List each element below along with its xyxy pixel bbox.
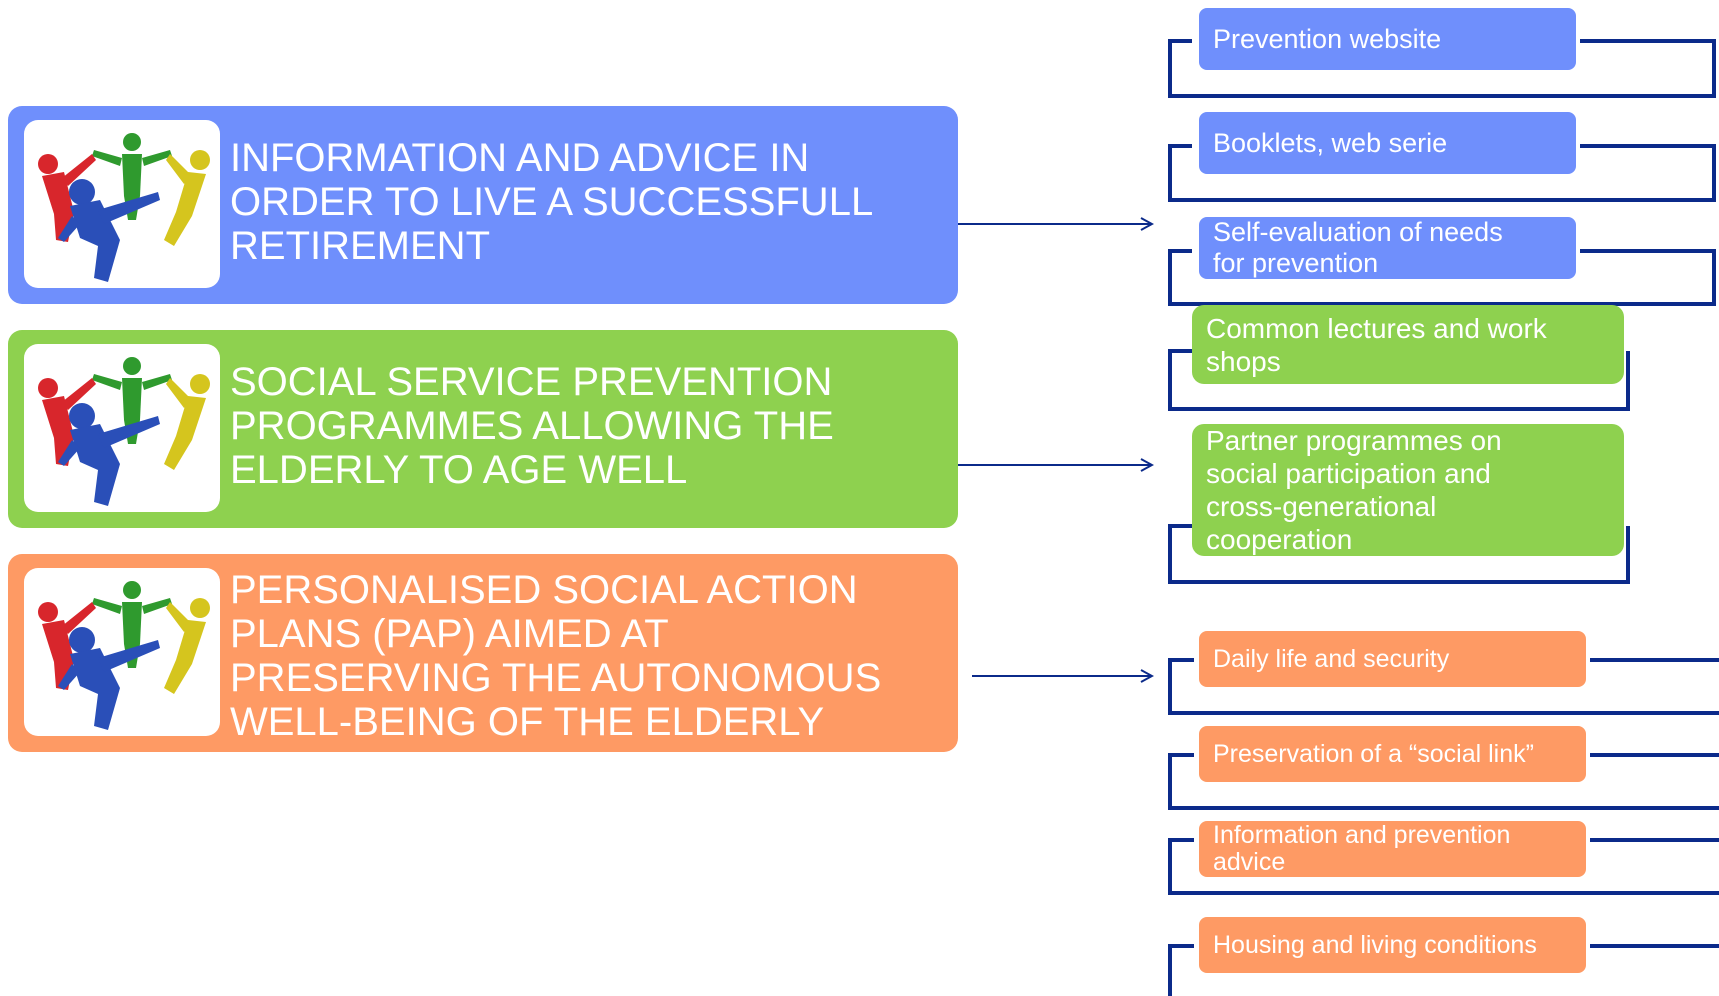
item-label: Self-evaluation of needs for prevention (1213, 217, 1503, 278)
people-circle-icon (24, 344, 220, 512)
bracket-housing (1168, 944, 1194, 996)
bracket-booklets (1168, 144, 1716, 202)
item-prevention-website: Prevention website (1199, 8, 1576, 70)
item-label: Housing and living conditions (1213, 930, 1537, 959)
bracket-partner-programmes (1168, 524, 1630, 584)
item-label: Information and prevention advice (1213, 821, 1511, 876)
bracket-common-lectures (1168, 349, 1630, 411)
item-label: Prevention website (1213, 23, 1442, 54)
category-title: INFORMATION AND ADVICE IN ORDER TO LIVE … (230, 136, 874, 268)
item-information-prevention-advice: Information and prevention advice (1199, 821, 1586, 877)
bracket-daily-life (1168, 658, 1719, 715)
people-circle-icon (24, 120, 220, 288)
item-label: Partner programmes on social participati… (1206, 425, 1502, 555)
category-social-service-prevention: SOCIAL SERVICE PREVENTION PROGRAMMES ALL… (8, 330, 958, 528)
item-social-link: Preservation of a “social link” (1199, 726, 1586, 782)
item-housing-living-conditions: Housing and living conditions (1199, 917, 1586, 973)
category-information-advice: INFORMATION AND ADVICE IN ORDER TO LIVE … (8, 106, 958, 304)
item-label: Common lectures and work shops (1206, 312, 1547, 377)
category-title: SOCIAL SERVICE PREVENTION PROGRAMMES ALL… (230, 360, 834, 492)
bracket-information-advice (1168, 838, 1719, 895)
item-label: Booklets, web serie (1213, 127, 1448, 158)
bracket-social-link (1168, 753, 1719, 810)
item-self-evaluation: Self-evaluation of needs for prevention (1199, 217, 1576, 279)
item-label: Daily life and security (1213, 644, 1450, 673)
bracket-prevention-website (1168, 39, 1716, 98)
people-circle-icon (24, 568, 220, 736)
item-common-lectures: Common lectures and work shops (1192, 305, 1624, 384)
category-personalised-action-plans: PERSONALISED SOCIAL ACTION PLANS (PAP) A… (8, 554, 958, 752)
item-partner-programmes: Partner programmes on social participati… (1192, 424, 1624, 556)
category-title: PERSONALISED SOCIAL ACTION PLANS (PAP) A… (230, 568, 882, 744)
item-booklets-web-serie: Booklets, web serie (1199, 112, 1576, 174)
bracket-self-evaluation (1168, 249, 1716, 306)
item-daily-life-security: Daily life and security (1199, 631, 1586, 687)
item-label: Preservation of a “social link” (1213, 739, 1534, 768)
